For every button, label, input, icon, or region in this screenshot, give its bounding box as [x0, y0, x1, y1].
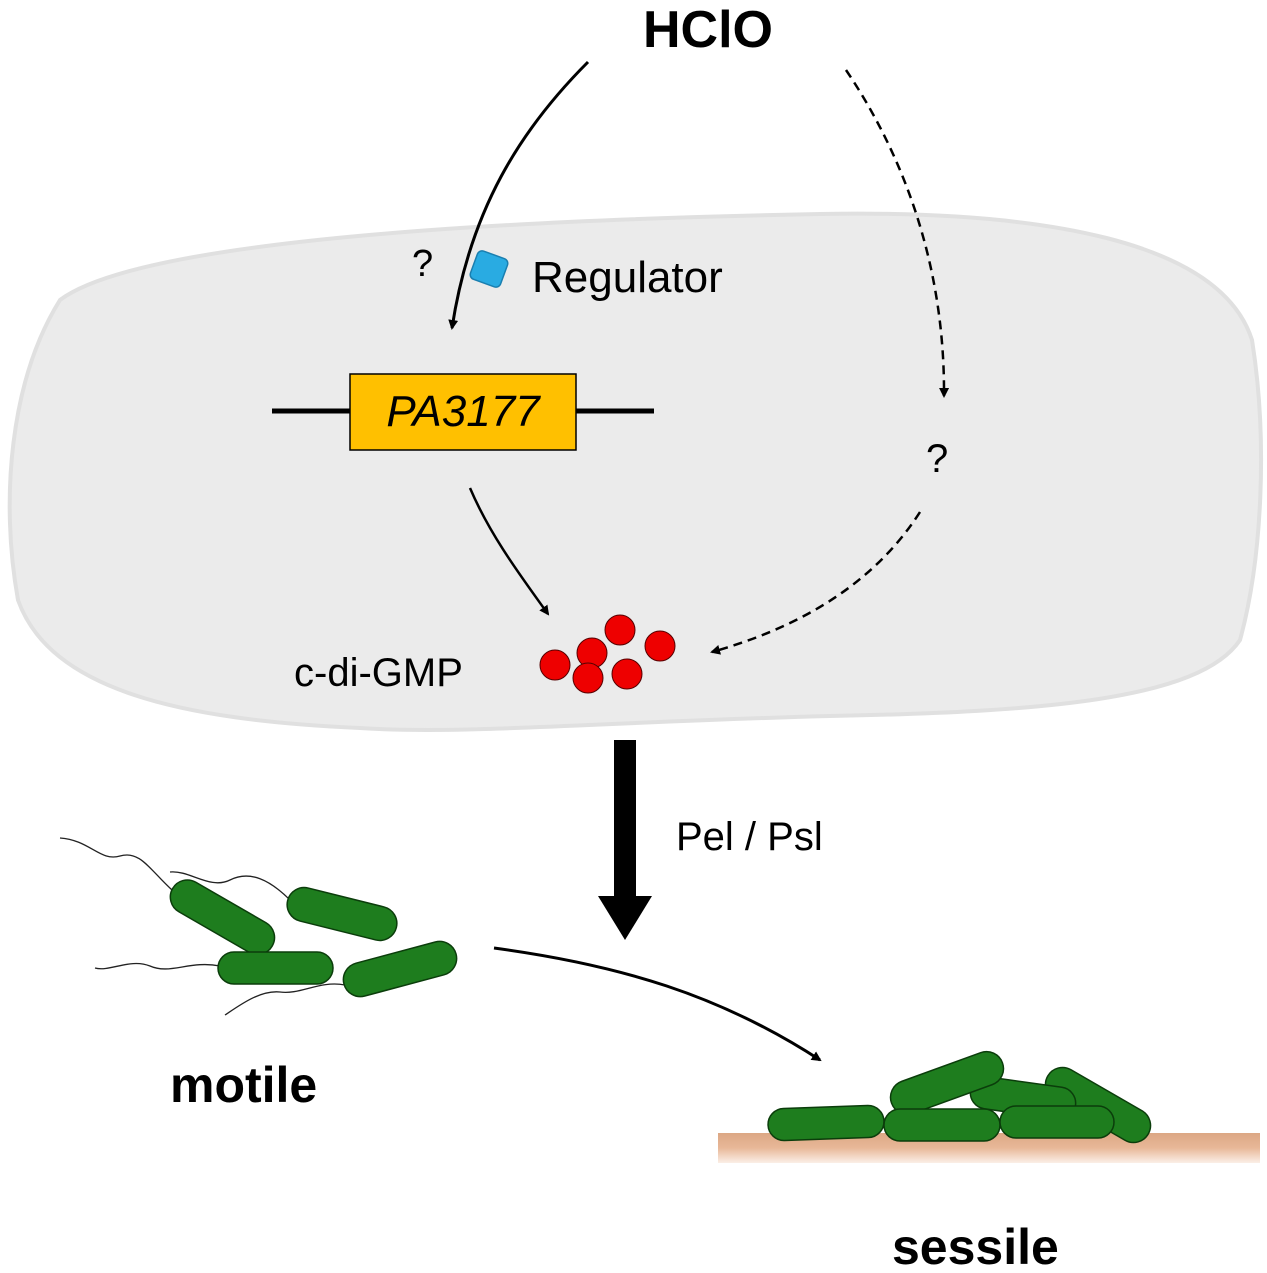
pel-psl-arrow-shaft — [614, 740, 636, 900]
flagellum — [224, 983, 346, 1016]
flagellum — [59, 837, 173, 891]
cdigmp-molecule — [644, 630, 676, 662]
bacterium — [217, 951, 334, 985]
sessile-cells — [767, 1050, 1152, 1144]
bacterium — [767, 1104, 885, 1142]
regulator-icon — [469, 250, 509, 288]
gene-box — [349, 373, 577, 451]
bacterium — [999, 1105, 1115, 1139]
motile-label: motile — [170, 1057, 317, 1113]
bacterium — [169, 879, 276, 956]
motile-to-sessile-arrow — [493, 946, 822, 1062]
bacterium — [889, 1050, 1005, 1116]
regulator-label: Regulator — [532, 253, 723, 302]
cdigmp-molecules — [539, 614, 676, 694]
cdigmp-label: c-di-GMP — [294, 651, 463, 695]
hclo-to-gene-arrow — [448, 60, 590, 330]
gene-to-cdigmp-arrow — [468, 487, 550, 616]
hclo-to-unknown-arrow — [844, 69, 950, 398]
motile-bacteria — [59, 837, 346, 1016]
flagellum — [169, 871, 291, 901]
pel-psl-arrow-head — [598, 896, 652, 940]
unknown-pathway-question-mark: ? — [926, 437, 948, 481]
cdigmp-molecule — [604, 614, 636, 646]
bacterium — [342, 940, 458, 998]
cdigmp-molecule — [572, 662, 604, 694]
bacterium — [286, 886, 398, 942]
cdigmp-molecule — [539, 649, 571, 681]
stimulus-label: HClO — [643, 1, 773, 59]
bacterium — [883, 1108, 1001, 1142]
bacterial-cell — [7, 211, 1264, 732]
unknown-to-cdigmp-arrow — [710, 511, 922, 655]
gene-label: PA3177 — [386, 387, 541, 436]
flagellum — [94, 962, 221, 970]
pel-psl-label: Pel / Psl — [676, 815, 823, 859]
regulator-question-mark: ? — [412, 243, 433, 285]
motile-cells — [169, 879, 458, 998]
sessile-label: sessile — [892, 1219, 1059, 1273]
cdigmp-molecule — [611, 658, 643, 690]
